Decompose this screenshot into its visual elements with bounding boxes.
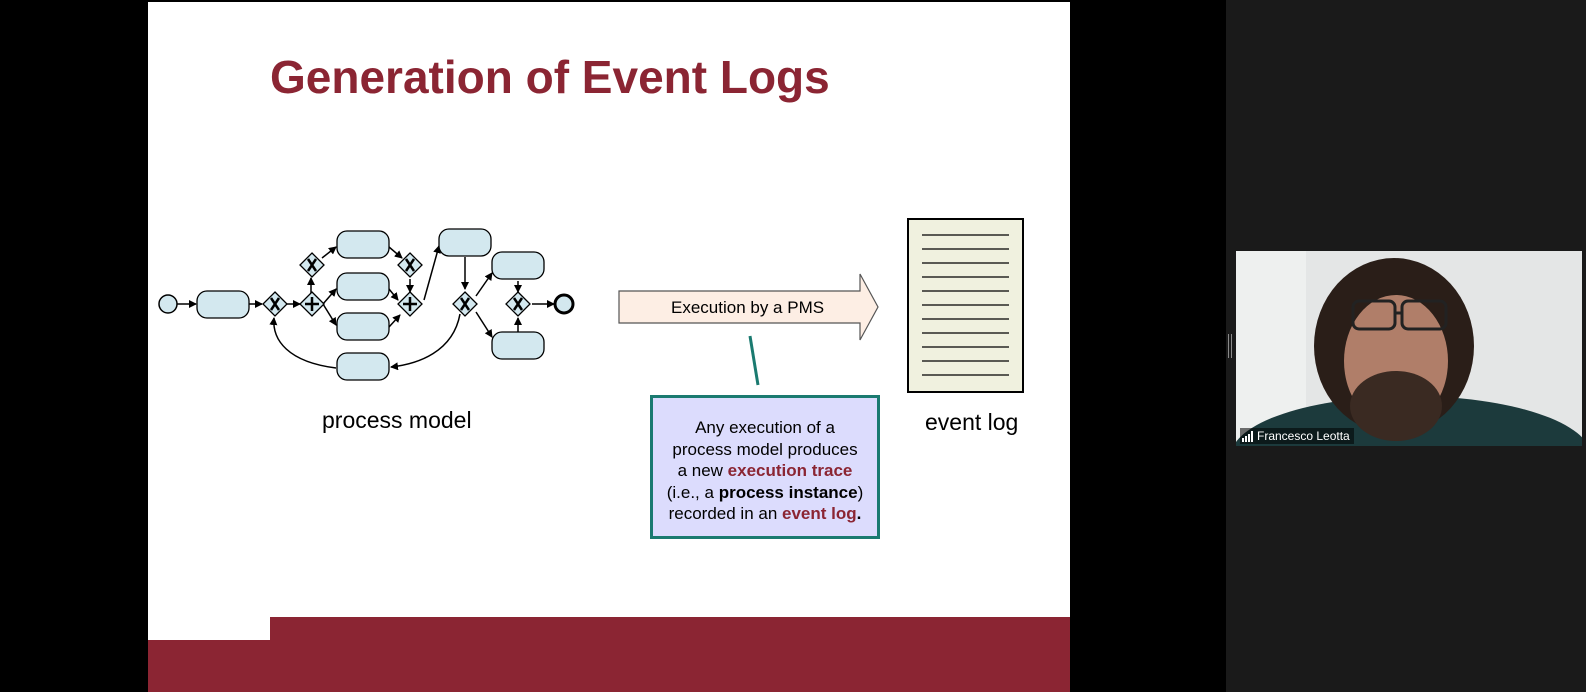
model-flow-lines	[177, 245, 555, 371]
task-box	[491, 251, 545, 280]
xor-gateway-icon	[397, 252, 423, 278]
panel-resize-handle[interactable]	[1228, 334, 1232, 358]
callout-text: recorded in an	[668, 504, 783, 523]
callout-text: process model produces	[672, 439, 858, 459]
model-tasks	[196, 228, 545, 381]
footer-band	[270, 617, 1070, 692]
xor-gateway-icon	[262, 291, 288, 317]
participant-video-tile[interactable]: Francesco Leotta	[1236, 251, 1582, 446]
callout-text: a new	[677, 461, 728, 480]
callout-text: )	[857, 482, 864, 502]
participant-name-tag: Francesco Leotta	[1240, 428, 1354, 444]
callout-highlight: execution trace	[727, 461, 853, 480]
xor-gateway-icon	[505, 291, 531, 317]
task-box	[336, 312, 390, 341]
parallel-gateway-icon	[397, 291, 423, 317]
parallel-gateway-icon	[299, 291, 325, 317]
footer-band	[148, 640, 270, 692]
end-event-icon	[553, 293, 575, 315]
start-event-icon	[158, 294, 178, 314]
callout-text: .	[856, 504, 862, 523]
xor-gateway-icon	[452, 291, 478, 317]
execution-label: Execution by a PMS	[671, 298, 825, 317]
task-box	[336, 272, 390, 301]
callout-text: (i.e., a	[666, 482, 719, 502]
callout-text: Any execution of a	[695, 418, 835, 437]
task-box	[196, 290, 250, 319]
execution-arrow-icon	[618, 273, 879, 341]
participant-name: Francesco Leotta	[1257, 429, 1350, 443]
callout-highlight: event log	[782, 504, 857, 523]
task-box	[438, 228, 492, 257]
task-box	[336, 230, 390, 259]
signal-bars-icon	[1242, 430, 1253, 442]
participant-video-feed	[1236, 251, 1582, 446]
process-diagram	[158, 218, 1024, 393]
callout-bold: process instance	[718, 482, 858, 502]
event-log-document-icon	[907, 218, 1024, 393]
event-log-label: event log	[925, 409, 1019, 435]
callout-box: Any execution of a process model produce…	[650, 395, 880, 539]
callout-connector	[748, 335, 760, 386]
shared-screen-area: Generation of Event Logs	[148, 2, 1070, 692]
task-box	[491, 331, 545, 360]
process-model-label: process model	[322, 407, 472, 433]
slide-title: Generation of Event Logs	[270, 51, 830, 103]
xor-gateway-icon	[299, 252, 325, 278]
presentation-slide: Generation of Event Logs	[148, 2, 1070, 692]
task-box	[336, 352, 390, 381]
